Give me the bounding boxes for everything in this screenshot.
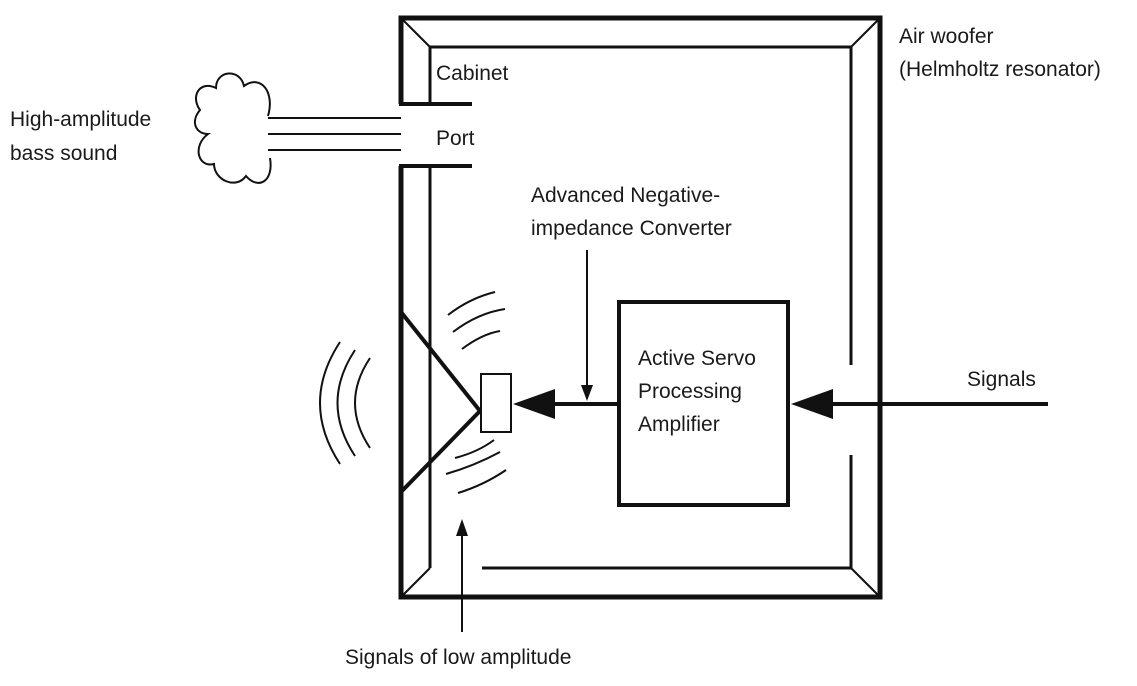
bass-sound-label: bass sound <box>10 142 118 165</box>
speaker-cone <box>399 310 512 494</box>
signals-label: Signals <box>967 368 1036 391</box>
amplifier-label-line3: Amplifier <box>638 413 720 436</box>
cabinet-label: Cabinet <box>436 62 509 85</box>
signals-low-amplitude-label: Signals of low amplitude <box>345 646 572 669</box>
cabinet-outer-wall <box>398 15 883 600</box>
input-signal-arrow <box>791 389 1048 419</box>
port-label: Port <box>436 127 475 150</box>
sound-cloud-icon <box>193 72 272 184</box>
helmholtz-resonator-label: (Helmholtz resonator) <box>899 58 1101 81</box>
air-woofer-label: Air woofer <box>899 25 994 48</box>
sound-waves-outer <box>319 341 371 465</box>
amplifier-label-line2: Processing <box>638 380 742 403</box>
high-amplitude-label: High-amplitude <box>10 108 152 131</box>
bass-airflow-lines <box>268 117 401 151</box>
low-amplitude-pointer-arrow <box>456 519 468 632</box>
cabinet-inner-wall <box>400 17 881 598</box>
sound-waves-lower <box>445 439 507 494</box>
amp-to-speaker-arrow <box>513 389 619 419</box>
anic-label-line1: Advanced Negative- <box>531 184 721 207</box>
port-tube <box>399 102 472 168</box>
amplifier-label-line1: Active Servo <box>638 347 756 370</box>
anic-label-line2: impedance Converter <box>531 217 732 240</box>
sound-waves-upper <box>447 291 506 350</box>
anic-pointer-arrow <box>581 250 593 401</box>
